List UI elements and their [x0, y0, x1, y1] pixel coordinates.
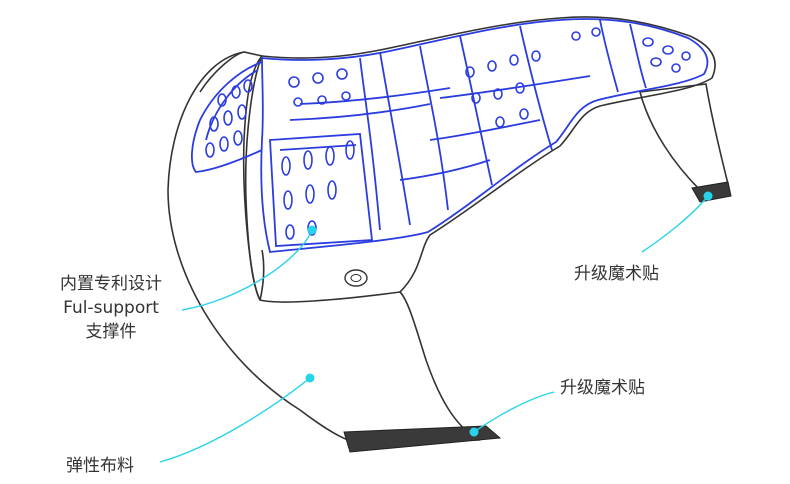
label-velcro-bottom: 升级魔术贴: [560, 378, 645, 398]
leader-fabric: [159, 377, 311, 463]
ventilation-holes: [205, 27, 691, 240]
dot-velcro-top: [703, 191, 713, 201]
bottom-velcro-strip: [343, 425, 502, 453]
leader-dots: [305, 191, 713, 437]
support-shell-outline: [259, 16, 716, 301]
top-velcro-strip: [691, 181, 732, 203]
elastic-fabric-body: [167, 51, 481, 441]
label-support-line1: 内置专利设计: [60, 274, 162, 294]
leader-support: [181, 229, 313, 311]
leader-velcro-bottom: [473, 391, 555, 433]
leader-lines: [159, 195, 709, 463]
label-support-block: 内置专利设计 Ful-support 支撑件: [36, 272, 186, 344]
dot-velcro-bottom: [469, 427, 479, 437]
leader-velcro-top: [641, 195, 709, 253]
ful-support-frame: [191, 18, 709, 253]
bolt-hole-inner: [350, 274, 362, 282]
label-fabric: 弹性布料: [66, 456, 134, 476]
dot-fabric: [305, 373, 315, 383]
bolt-hole: [344, 269, 368, 287]
label-support-line2: Ful-support: [63, 298, 159, 318]
right-elastic-flap: [638, 83, 729, 191]
label-velcro-top: 升级魔术贴: [574, 264, 659, 284]
label-support-line3: 支撑件: [85, 322, 137, 342]
dot-support: [307, 225, 317, 235]
